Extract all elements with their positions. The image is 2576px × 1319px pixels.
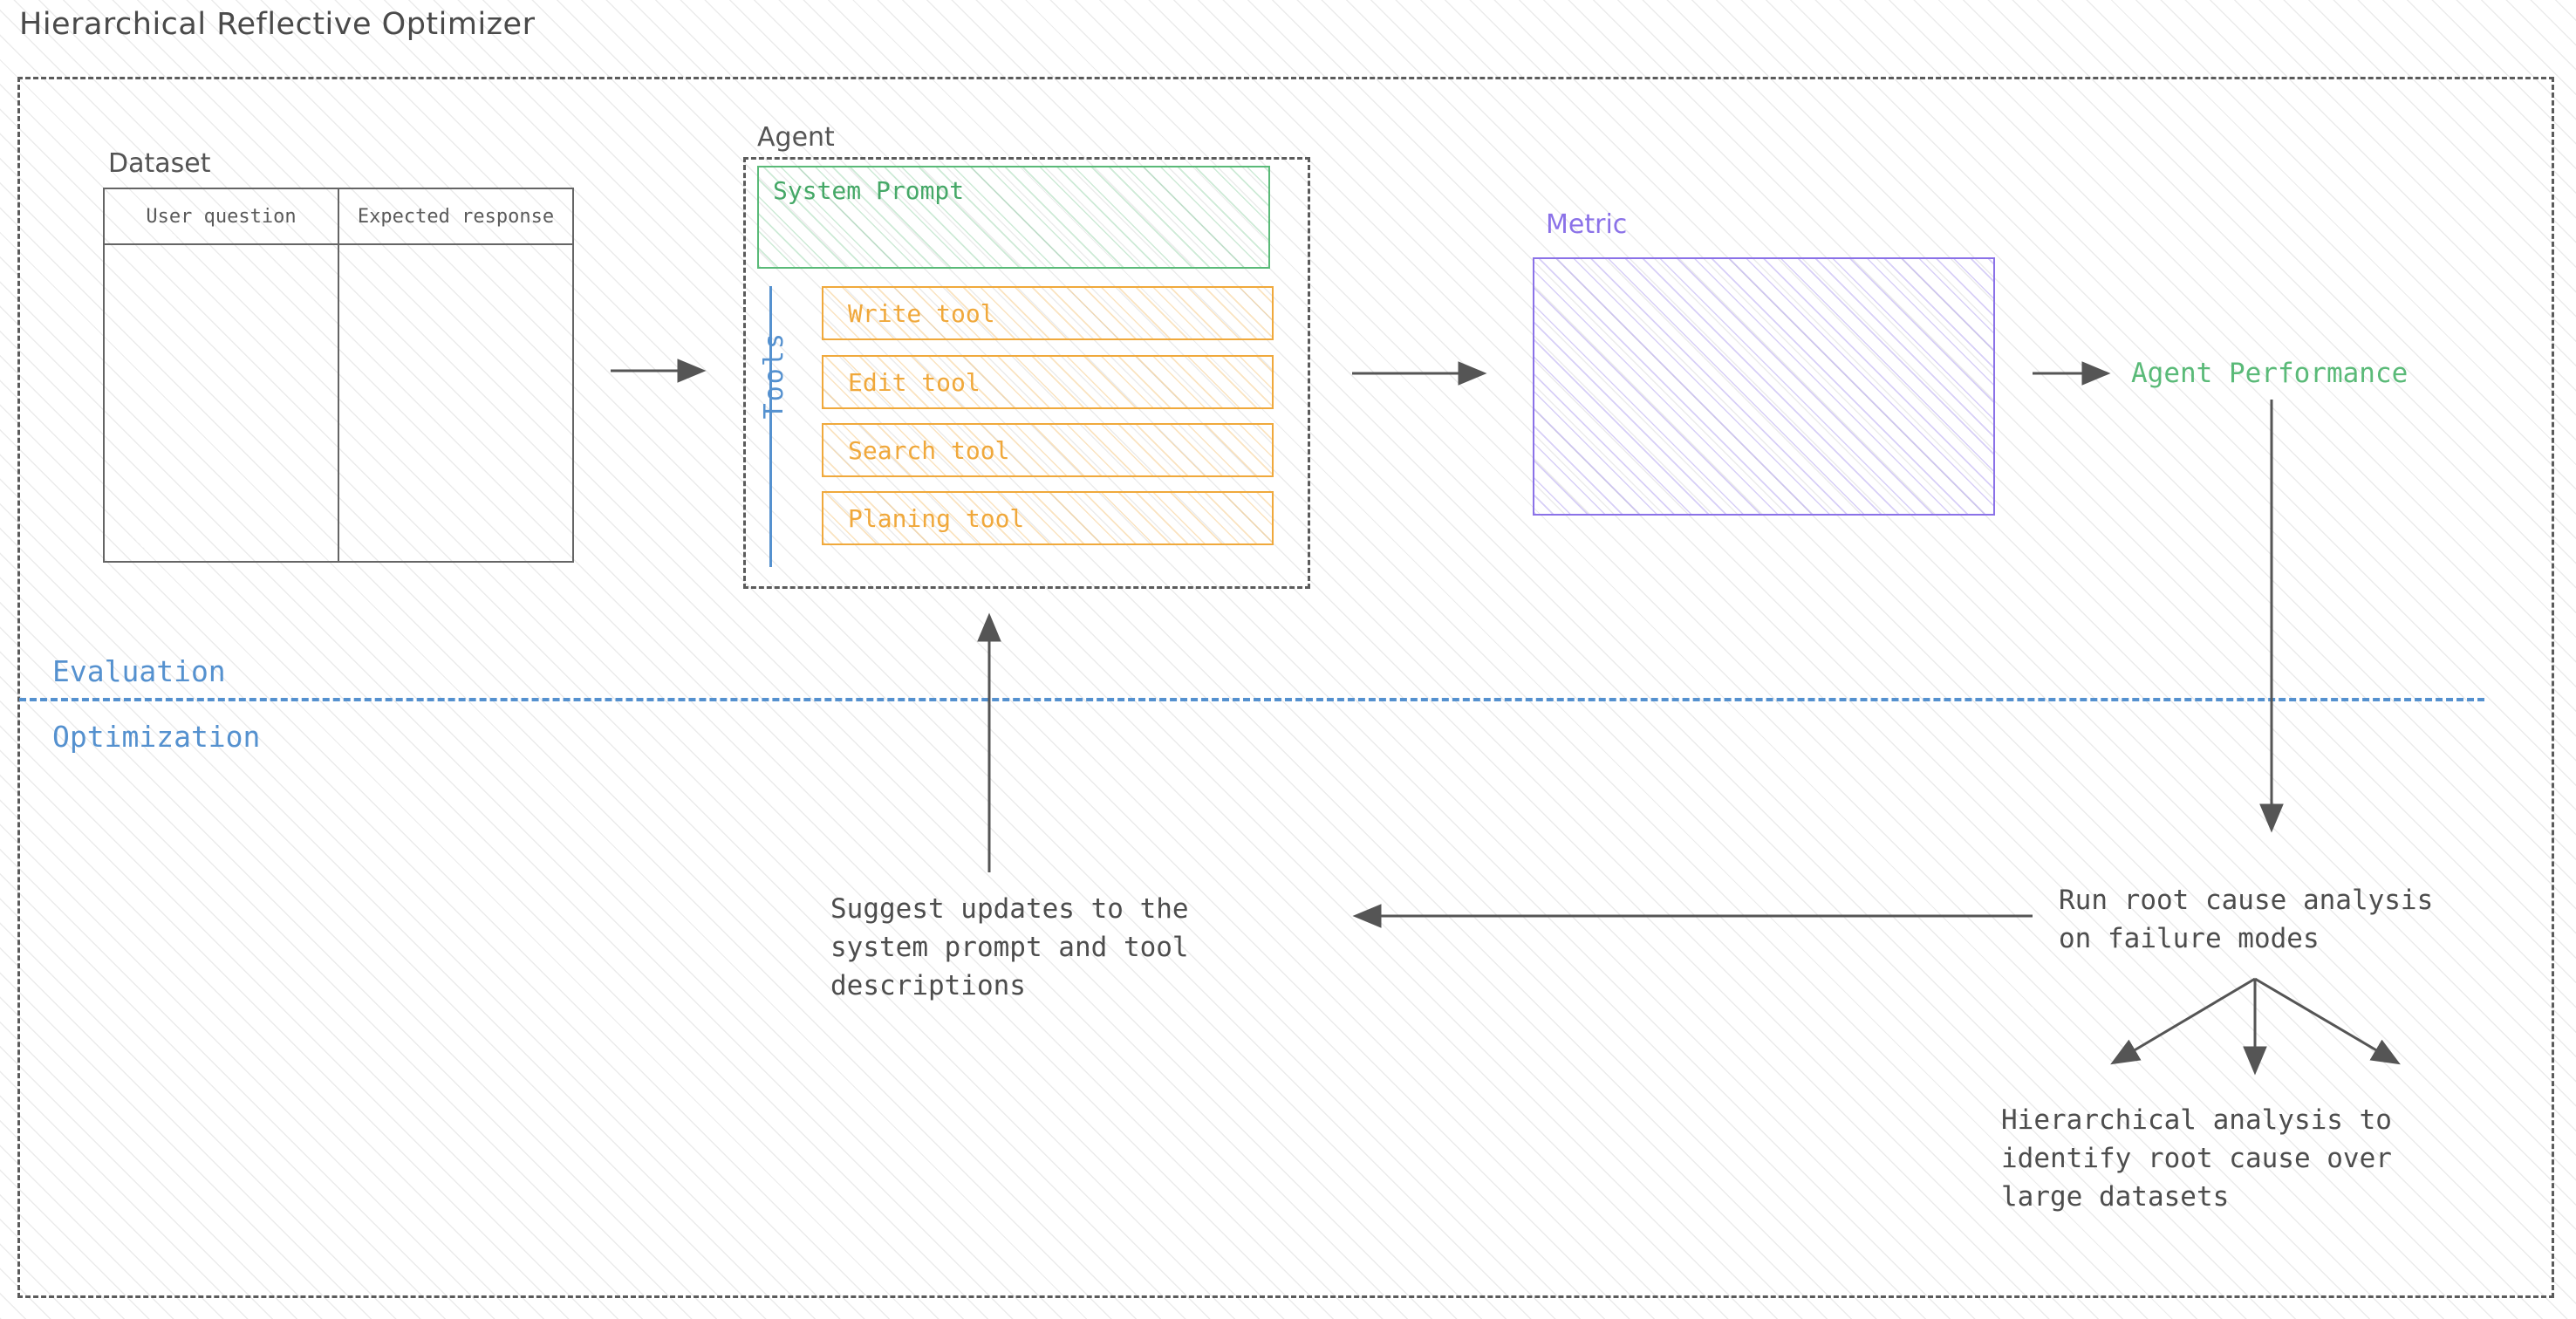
section-divider <box>19 698 2484 701</box>
dataset-table: User question Expected response <box>103 188 574 563</box>
dataset-column-header-expected-response: Expected response <box>357 205 555 228</box>
agent-container <box>743 157 1310 589</box>
metric-box <box>1533 257 1995 516</box>
dataset-column-header-user-question: User question <box>105 189 339 243</box>
page-title: Hierarchical Reflective Optimizer <box>19 7 536 42</box>
root-cause-analysis-text: Run root cause analysis on failure modes <box>2059 885 2434 955</box>
suggest-updates-text: Suggest updates to the system prompt and… <box>830 893 1189 1002</box>
hierarchical-analysis-text: Hierarchical analysis to identify root c… <box>2001 1104 2392 1213</box>
agent-caption: Agent <box>757 122 835 153</box>
tool-item-search: Search tool <box>822 423 1274 477</box>
system-prompt-box: System Prompt <box>757 166 1270 269</box>
dataset-table-header-row: User question Expected response <box>105 189 572 245</box>
agent-performance-label: Agent Performance <box>2131 358 2409 389</box>
tool-item-write: Write tool <box>822 286 1274 340</box>
tools-rail-divider <box>769 286 772 567</box>
tool-item-planing: Planing tool <box>822 491 1274 545</box>
metric-caption: Metric <box>1546 209 1628 240</box>
tool-item-edit: Edit tool <box>822 355 1274 409</box>
tools-label: Tools <box>759 331 789 420</box>
dataset-caption: Dataset <box>108 148 211 179</box>
outer-dashed-frame <box>17 77 2554 1298</box>
dataset-table-row <box>105 245 572 561</box>
dataset-cell-expected-response <box>339 245 572 561</box>
evaluation-section-label: Evaluation <box>52 654 226 688</box>
dataset-cell-user-question <box>105 245 339 561</box>
optimization-section-label: Optimization <box>52 720 261 754</box>
